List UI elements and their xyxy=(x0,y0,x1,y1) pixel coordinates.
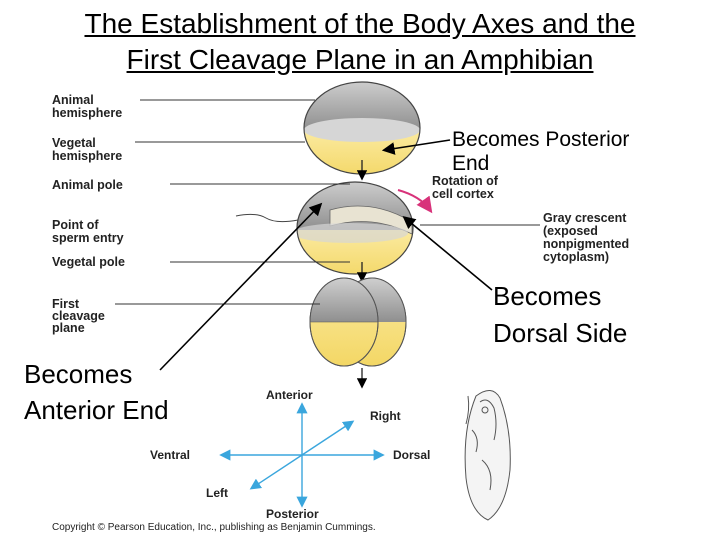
label-vegetal-hemisphere: Vegetal hemisphere xyxy=(52,136,122,163)
label-vegetal-pole: Vegetal pole xyxy=(52,255,125,269)
egg-stage-1 xyxy=(303,81,421,175)
rotation-arrow xyxy=(397,189,433,214)
leader-lines xyxy=(115,99,540,305)
sperm-entry-squiggle xyxy=(235,213,299,223)
label-animal-hemisphere: Animal hemisphere xyxy=(52,93,122,120)
annotation-arrows xyxy=(159,139,493,371)
egg-stage-2 xyxy=(235,181,433,275)
axis-label-dorsal: Dorsal xyxy=(393,448,430,462)
axis-label-posterior: Posterior xyxy=(266,507,319,521)
label-rotation-of-cell-cortex: Rotation of cell cortex xyxy=(432,174,501,201)
axis-label-anterior: Anterior xyxy=(266,388,313,402)
tadpole-sketch xyxy=(464,390,511,521)
axis-label-ventral: Ventral xyxy=(150,448,190,462)
label-gray-crescent: Gray crescent (exposed nonpigmented cyto… xyxy=(543,211,633,264)
label-point-of-sperm-entry: Point of sperm entry xyxy=(52,218,124,245)
axis-label-right: Right xyxy=(370,409,401,423)
annotation-anterior-end: Becomes Anterior End xyxy=(24,359,169,425)
copyright-notice: Copyright © Pearson Education, Inc., pub… xyxy=(52,522,376,533)
title-line-2: First Cleavage Plane in an Amphibian xyxy=(126,44,594,75)
egg-stage-3 xyxy=(309,277,407,367)
axis-label-left: Left xyxy=(206,486,228,500)
label-animal-pole: Animal pole xyxy=(52,178,123,192)
annotation-dorsal-side: Becomes Dorsal Side xyxy=(493,281,627,348)
page-title: The Establishment of the Body Axes and t… xyxy=(0,6,720,78)
label-first-cleavage-plane: First cleavage plane xyxy=(52,297,108,335)
title-line-1: The Establishment of the Body Axes and t… xyxy=(84,8,636,39)
body-axes xyxy=(219,402,385,508)
annotation-posterior-end: Becomes Posterior End xyxy=(452,128,635,175)
